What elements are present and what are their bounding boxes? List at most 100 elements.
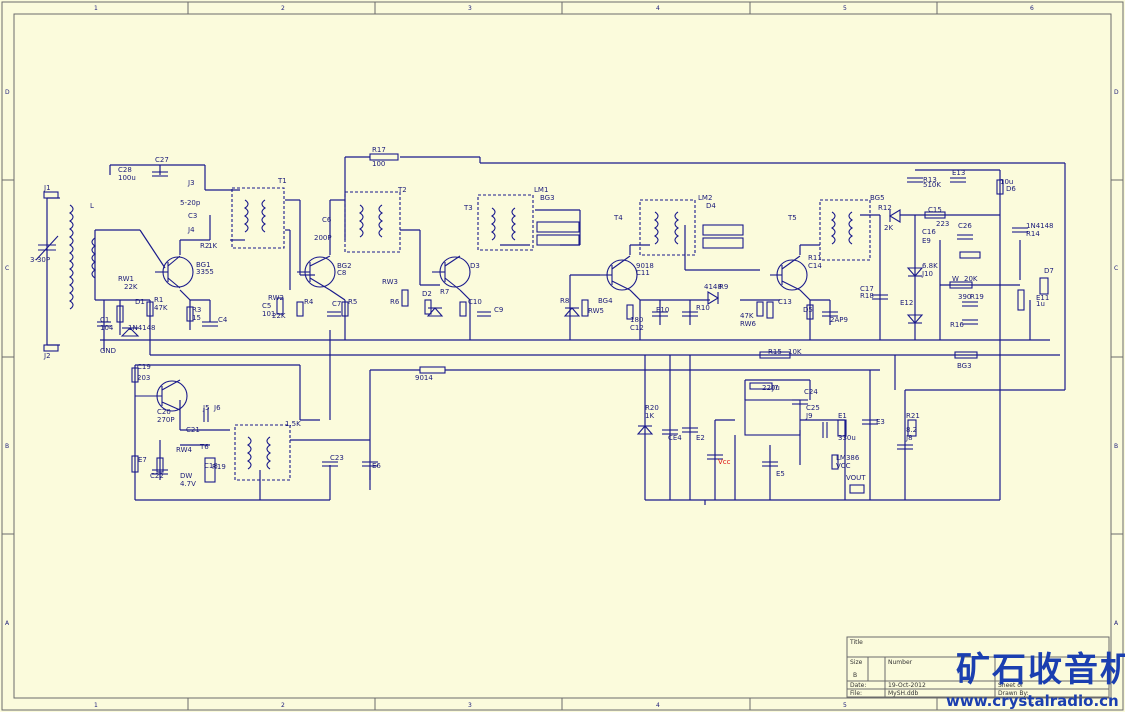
component-label: J7 [771,384,779,392]
component-label: R18 [860,292,874,300]
component-label: 1N4148 [1026,222,1054,230]
component-label: 4.7V [180,480,196,488]
component-label: CE4 [668,434,682,442]
row-marker: A [1114,620,1119,627]
component-label: R4 [304,298,314,306]
component-label: C13 [778,298,792,306]
file-value: MySH.ddb [888,690,918,697]
column-marker: 5 [843,5,847,12]
component-label: 390 [958,293,971,301]
row-marker: C [1114,265,1118,272]
component-label: E12 [900,299,913,307]
component-label: T3 [463,204,473,212]
component-label: RW2 [268,294,284,302]
component-label: R8 [560,297,569,305]
wiring [46,156,1066,505]
component-label: 47K [154,304,168,312]
component-label: C14 [808,262,822,270]
ic-lm386 [744,399,801,436]
component-label: R9 [719,283,728,291]
component-label: C4 [218,316,228,324]
component-label: T5 [787,214,797,222]
component-label: 47K [740,312,754,320]
component-label: D1 [135,298,145,306]
component-label: R19 [970,293,984,301]
diodes [120,209,924,435]
component-label: E2 [696,434,705,442]
transistor-bg5 [770,255,808,291]
component-label: C20 [157,408,171,416]
column-marker: 3 [468,702,472,709]
drawn-label: Drawn By: [998,690,1029,697]
component-label: VCC [836,462,851,470]
size-label: Size [850,659,863,666]
component-label: J6 [213,404,221,412]
component-label: 220u [762,384,780,392]
component-label: D7 [1044,267,1054,275]
component-label: 10K [788,348,802,356]
component-label: 4148 [704,283,722,291]
jumper-j2 [43,344,59,352]
component-label: R1 [154,296,163,304]
component-label: 8.2 [906,426,917,434]
column-marker: 1 [94,5,98,12]
component-label: T2 [397,186,407,194]
component-label: DW [180,472,192,480]
title-label: Title [849,639,863,646]
row-marker: D [5,89,10,96]
column-marker: 2 [281,5,285,12]
component-label: 101 [262,310,275,318]
component-label: J5 [202,404,210,412]
column-marker: 6 [1030,5,1034,12]
component-label: R20 [645,404,659,412]
component-label: R6 [390,298,400,306]
row-marker: B [5,443,9,450]
component-label: D3 [470,262,480,270]
component-label: J1 [43,184,51,192]
component-label: J2 [43,352,51,360]
component-label: 1K [208,242,217,250]
component-label: BG4 [598,297,613,305]
transformer-t3 [477,194,534,251]
component-label: C1 [100,316,109,324]
watermark-cn: 矿石收音机 [956,650,1125,690]
component-label: T1 [277,177,287,185]
date-value: 19-Oct-2012 [888,682,926,689]
component-label: BG3 [540,194,555,202]
row-marker: D [1114,89,1119,96]
component-label: 100u [118,174,136,182]
component-label: D6 [1006,185,1016,193]
component-label: E13 [952,169,965,177]
component-label: R15 [768,348,782,356]
component-label: 2K [884,224,893,232]
component-label: 22K [124,283,138,291]
component-label: R17 [372,146,386,154]
column-marker: 2 [281,702,285,709]
component-label: 5-20p [180,199,201,207]
component-label: C18 [204,462,218,470]
component-label: BG1 [196,261,211,269]
component-label: LM2 [698,194,712,202]
component-label: E1 [838,412,847,420]
component-label: R13 [923,176,937,184]
filter-lm1b [536,234,580,246]
transistor-osc [135,379,188,412]
sheet-label: Sheet of [998,682,1024,689]
component-label: 2AP9 [830,316,848,324]
component-label: 223 [936,220,949,228]
component-label: C12 [630,324,644,332]
transformer-t1 [231,187,285,249]
column-marker: 4 [656,5,660,12]
filter-lm2b [702,237,744,249]
component-label: 15 [192,314,201,322]
transformer-t2 [344,191,401,253]
filter-lm2 [702,224,744,236]
number-label: Number [888,659,913,666]
column-marker: 3 [468,5,472,12]
component-label: C22 [150,472,164,480]
component-label: 510K [923,181,941,189]
component-label: C8 [337,269,346,277]
component-label: 104 [100,324,114,332]
component-label: T4 [613,214,623,222]
component-labels: J1J2L3-30PRW122KD11N4148R147KC1104GNDC28… [30,146,1054,488]
